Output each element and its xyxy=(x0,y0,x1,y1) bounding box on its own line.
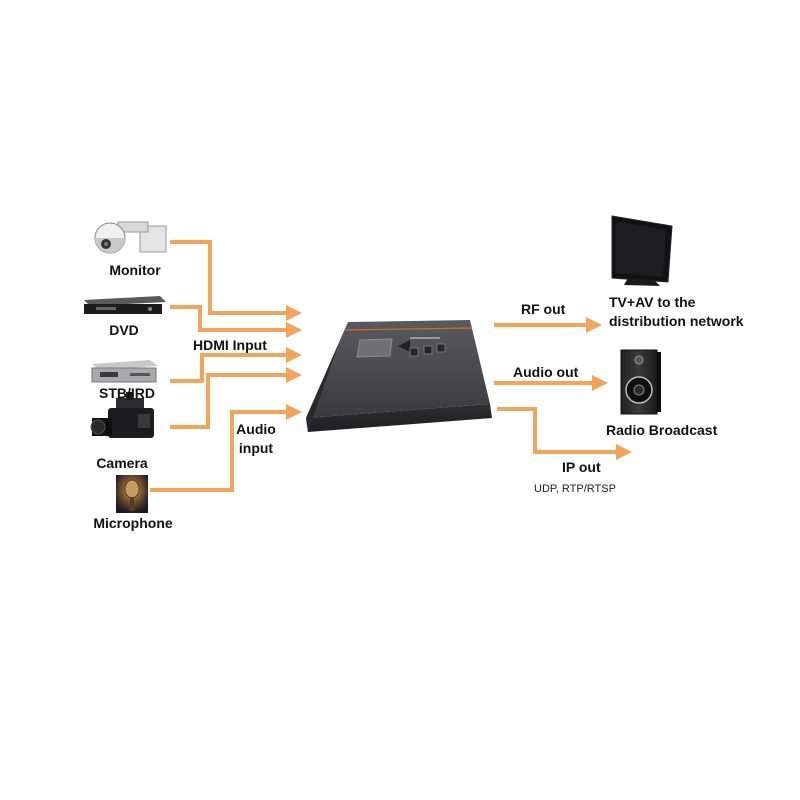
speaker-icon xyxy=(620,349,661,415)
label-radio-broadcast: Radio Broadcast xyxy=(606,422,718,438)
label-ip-out: IP out xyxy=(562,459,601,475)
microphone-icon xyxy=(116,475,148,513)
connector-stb xyxy=(170,353,288,383)
label-audio-input-line1: Audio xyxy=(236,421,276,437)
set-top-box-icon xyxy=(91,360,158,383)
label-rf-out: RF out xyxy=(521,301,566,317)
connector-monitor xyxy=(170,240,288,315)
tv-icon xyxy=(611,215,673,286)
arrowhead-dvd xyxy=(286,322,302,338)
label-tv-line1: TV+AV to the xyxy=(609,294,696,310)
connector-camera xyxy=(170,373,288,429)
arrowhead-stb xyxy=(286,347,302,363)
label-hdmi-input: HDMI Input xyxy=(193,337,267,353)
arrowhead-audio-out xyxy=(592,375,608,391)
arrowhead-monitor xyxy=(286,305,302,321)
arrowhead-ip-out xyxy=(616,444,632,460)
ptz-camera-icon xyxy=(94,221,167,254)
label-monitor: Monitor xyxy=(109,262,161,278)
connector-microphone xyxy=(150,410,288,492)
video-camera-icon xyxy=(90,392,154,438)
label-microphone: Microphone xyxy=(93,515,173,531)
label-dvd: DVD xyxy=(109,322,139,338)
label-audio-out: Audio out xyxy=(513,364,579,380)
dvd-player-icon xyxy=(84,296,166,314)
arrowhead-rf-out xyxy=(586,317,602,333)
arrowhead-microphone xyxy=(286,404,302,420)
connector-ip-out xyxy=(497,407,618,454)
encoder-modulator-device-icon xyxy=(306,320,492,432)
arrowhead-camera xyxy=(286,367,302,383)
connector-dvd xyxy=(170,305,288,332)
label-stb-ird: STB/IRD xyxy=(99,385,155,401)
label-tv-line2: distribution network xyxy=(609,313,744,329)
label-audio-input-line2: input xyxy=(238,440,274,456)
label-ip-protocols: UDP, RTP/RTSP xyxy=(534,483,616,495)
label-camera: Camera xyxy=(96,455,148,471)
